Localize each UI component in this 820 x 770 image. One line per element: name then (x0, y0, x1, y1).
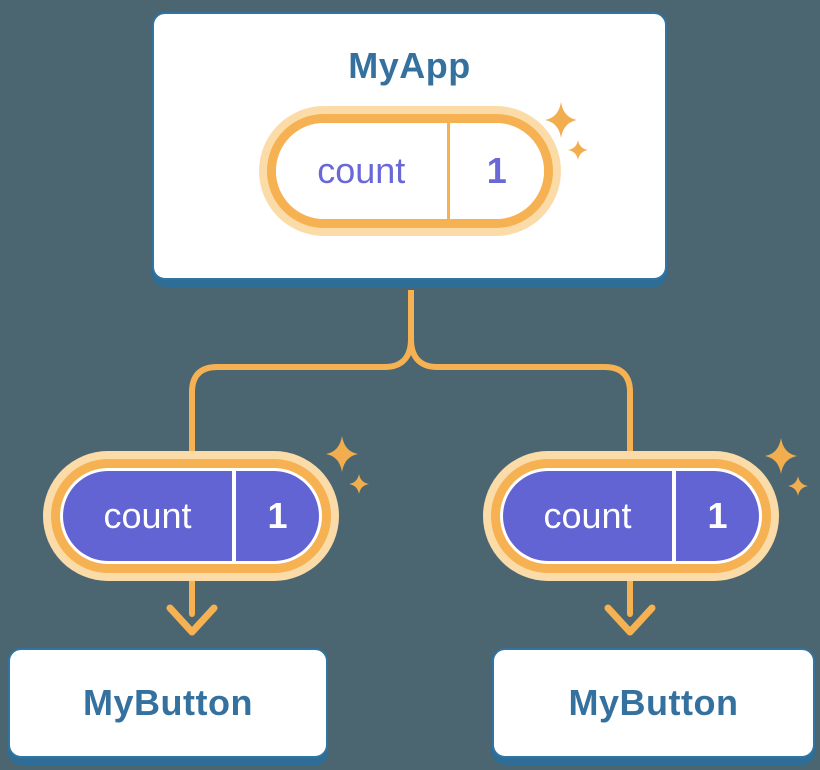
sparkle-icon (326, 436, 369, 494)
prop-value: 1 (267, 495, 288, 536)
component-title: MyButton (568, 682, 739, 723)
component-card-child: MyButton (8, 648, 328, 758)
sparkle-icon (545, 102, 588, 160)
state-pill-ring: count 1 (266, 114, 553, 228)
prop-value: 1 (707, 495, 728, 536)
prop-pill: count 1 (483, 451, 779, 581)
component-card-root: MyApp count 1 (152, 12, 667, 280)
prop-pill-ring: count 1 (51, 459, 331, 573)
prop-name: count (543, 495, 632, 536)
component-card-child: MyButton (492, 648, 815, 758)
pill-divider (447, 123, 451, 219)
state-pill-body: count 1 (275, 123, 544, 219)
component-title: MyButton (83, 682, 253, 723)
prop-name: count (103, 495, 192, 536)
tree-branch-lines (189, 290, 633, 455)
state-pill: count 1 (258, 106, 561, 236)
component-title: MyApp (348, 45, 471, 86)
sparkle-icon (765, 438, 808, 496)
state-name: count (317, 150, 406, 191)
arrow-down-icon (604, 575, 656, 636)
prop-pill-body: count 1 (63, 471, 319, 561)
arrow-down-icon (166, 575, 218, 636)
state-value: 1 (486, 150, 507, 191)
prop-pill: count 1 (43, 451, 339, 581)
prop-pill-ring: count 1 (491, 459, 771, 573)
pill-divider (671, 471, 676, 561)
pill-divider (231, 471, 236, 561)
prop-pill-body: count 1 (503, 471, 759, 561)
